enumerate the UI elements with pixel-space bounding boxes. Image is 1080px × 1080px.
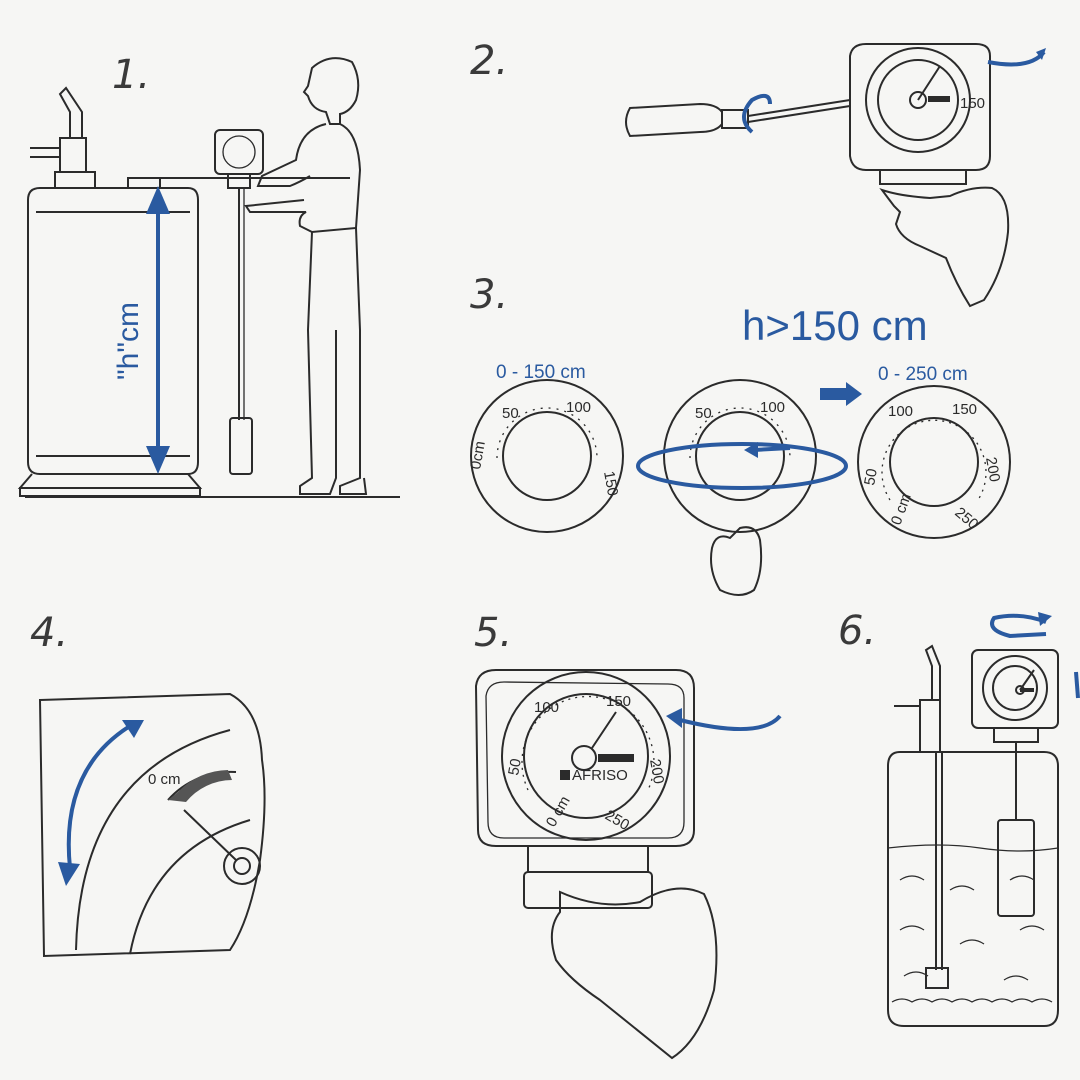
- brand-label: AFRISO: [572, 767, 628, 784]
- tank-illustration: [17, 86, 350, 497]
- step-3-panel: 3. h>150 cm 0 - 150 cm 0 - 250 cm 0cm 50…: [467, 272, 1011, 596]
- step-2-panel: 2. 150: [470, 38, 1046, 308]
- hand-holding-gauge: [879, 186, 1010, 308]
- dial-5-tick-150: 150: [606, 693, 631, 710]
- dial-c-tick-250: 250: [951, 504, 981, 533]
- step-5-panel: 5. 100 150 200 250 50 0 cm AFRISO: [474, 610, 782, 1060]
- step-2-number: 2.: [470, 38, 508, 84]
- tank-cutaway: [887, 644, 1059, 1027]
- dial-a-tick-150: 150: [600, 470, 621, 498]
- height-arrow: [146, 186, 170, 474]
- dial-c-tick-150: 150: [952, 401, 977, 418]
- edge-arrow-fragment: [1074, 671, 1080, 699]
- height-condition: h>150 cm: [742, 302, 928, 349]
- step-1-panel: 1. "h"cm: [17, 52, 400, 498]
- height-label: "h"cm: [112, 302, 145, 380]
- dial-b-tick-100: 100: [760, 399, 785, 416]
- step-5-number: 5.: [474, 610, 512, 656]
- dial-5-tick-0: 0 cm: [543, 793, 574, 830]
- step-1-number: 1.: [112, 52, 150, 98]
- dial-a-tick-100: 100: [566, 399, 591, 416]
- step-6-panel: 6.: [838, 608, 1080, 1027]
- zero-band: [168, 770, 232, 802]
- gauge-illustration-2: 150: [849, 43, 1046, 185]
- small-range-label: 0 - 150 cm: [496, 362, 586, 383]
- dial-c-tick-0: 0 cm: [888, 491, 915, 527]
- dial-rotating: 50 100: [636, 379, 848, 596]
- dial-5-tick-100: 100: [534, 699, 559, 716]
- gauge-dial-5: 100 150 200 250 50 0 cm AFRISO: [501, 671, 671, 841]
- dial-c-tick-100: 100: [888, 403, 913, 420]
- dial-a-tick-0: 0cm: [467, 440, 489, 471]
- rotate-arrow-double: [58, 720, 144, 886]
- dial-5-tick-50: 50: [505, 757, 525, 776]
- screwdriver-illustration: [625, 93, 851, 138]
- afriso-logo-mark: [560, 770, 570, 780]
- large-range-label: 0 - 250 cm: [878, 364, 968, 385]
- dial-c-tick-50: 50: [861, 467, 881, 486]
- transition-arrow: [820, 382, 862, 406]
- step-6-number: 6.: [838, 608, 876, 654]
- dial-b-tick-50: 50: [695, 405, 712, 422]
- gauge-on-tank: [214, 129, 264, 475]
- svg-text:150: 150: [960, 95, 985, 112]
- dial-small-range: 0cm 50 100 150: [467, 379, 624, 533]
- dial-5-tick-200: 200: [646, 758, 667, 786]
- step-4-number: 4.: [30, 610, 68, 656]
- dial-large-range: 100 150 200 250 50 0 cm: [857, 385, 1011, 539]
- step-3-number: 3.: [470, 272, 508, 318]
- step-4-panel: 4. 0 cm: [30, 610, 266, 958]
- person-figure: [244, 57, 368, 495]
- gauge-on-tank-6: [971, 649, 1059, 743]
- dial-c-tick-200: 200: [982, 456, 1003, 484]
- step4-zero-label: 0 cm: [148, 771, 181, 788]
- dial-a-tick-50: 50: [502, 405, 519, 422]
- hand-holding-gauge-5: [550, 887, 718, 1060]
- rotate-arrow-5: [666, 708, 682, 728]
